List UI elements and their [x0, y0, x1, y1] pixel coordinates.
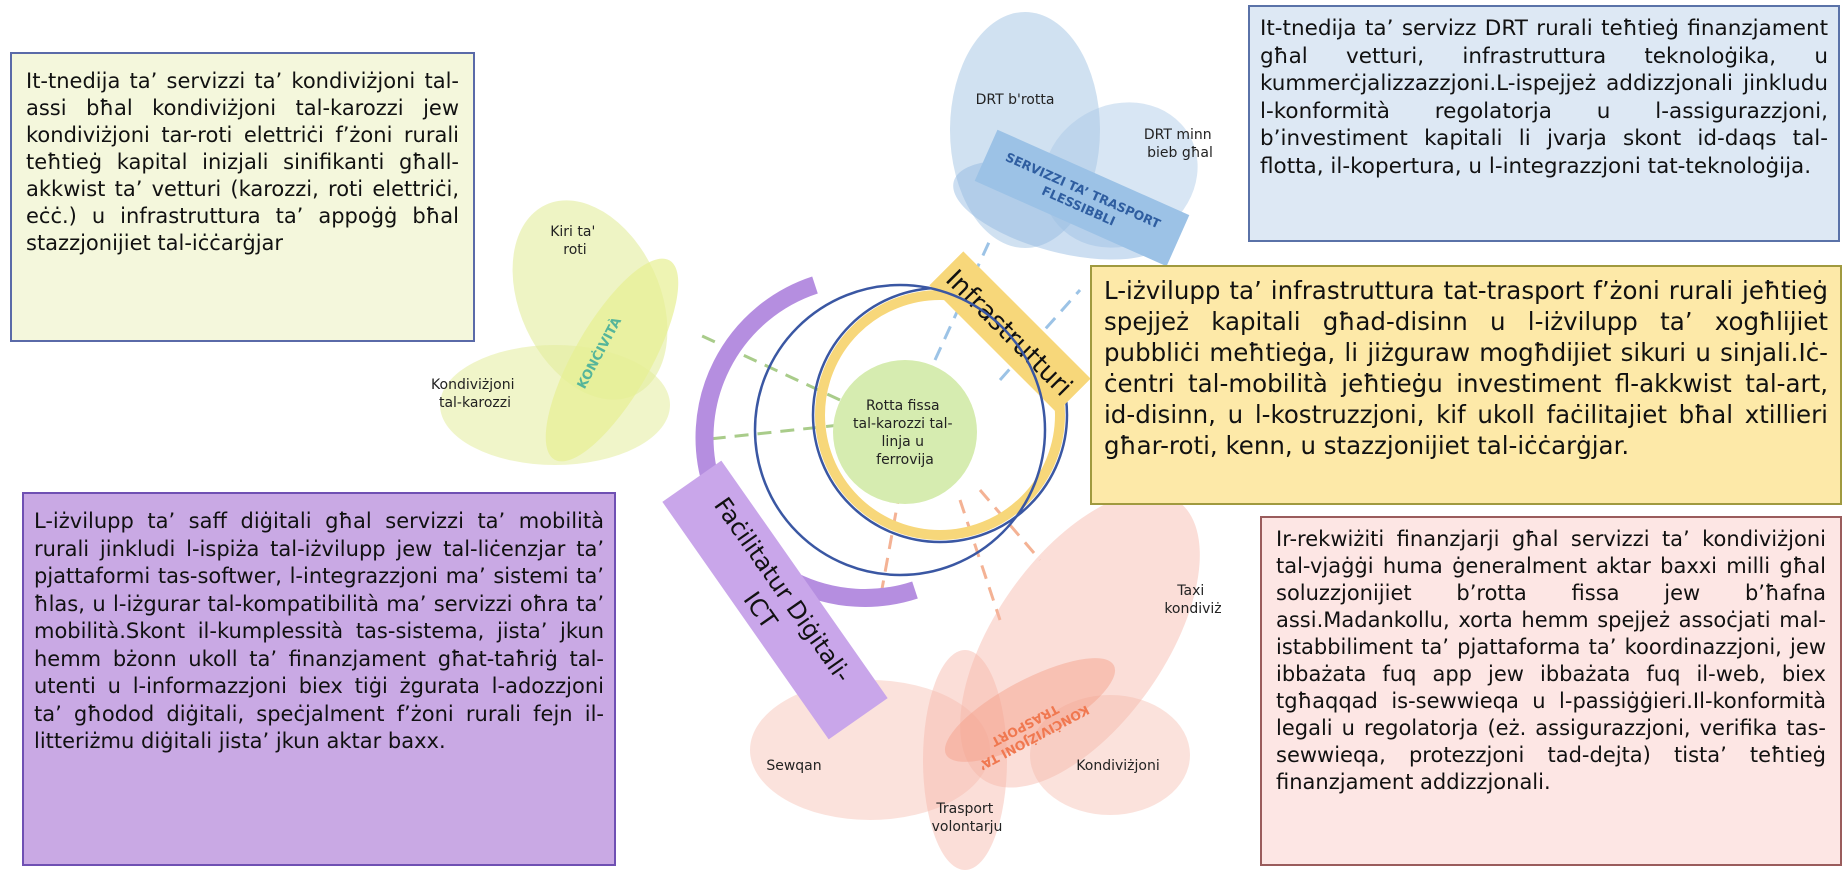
connector-salmon-3 [958, 499, 1002, 621]
item-kiri-roti: Kiri ta' roti [550, 224, 600, 258]
center-circle: Rotta fissa tal-karozzi tal- linja u fer… [833, 360, 977, 504]
item-kondivizjoni: Kondiviżjoni [1076, 758, 1159, 774]
petal-salmon-1 [960, 492, 1200, 788]
item-drt-bieb: DRT minn bieb għal [1144, 127, 1216, 161]
title-band-blue [974, 129, 1190, 267]
petal-salmon-2 [750, 680, 990, 820]
center-label: Rotta fissa tal-karozzi tal- linja u fer… [853, 398, 957, 468]
band-ict [662, 460, 888, 740]
item-kondivizjoni-karozzi: Kondiviżjoni tal-karozzi [431, 377, 519, 411]
petal-salmon-4 [1030, 695, 1190, 815]
cluster-flexible-transport: DRT b'rotta DRT minn bieb għal SERVIZZI … [950, 12, 1216, 267]
center-fill [833, 360, 977, 504]
ring-ict-outline [753, 283, 1047, 577]
textbox-infrastruttura: L-iżvilupp ta’ infrastruttura tat-traspo… [1090, 265, 1842, 505]
textbox-ict: L-iżvilupp ta’ saff diġitali għal serviz… [22, 492, 616, 866]
textbox-kondivizjoni-assi: It-tnedija ta’ servizzi ta’ kondiviżjoni… [10, 52, 475, 342]
textbox-drt: It-tnedija ta’ servizz DRT rurali teħtie… [1248, 5, 1840, 242]
item-trasport-volontarju: Trasport volontarju [932, 801, 1003, 835]
connector-salmon-1 [878, 489, 902, 601]
cluster-kondivizjoni-trasport: KONĊIVIŻJONI TA’ TRASPORT Taxi kondiviż … [750, 492, 1222, 870]
band-infrastruttura [929, 251, 1091, 413]
item-drt-rotta: DRT b'rotta [976, 92, 1055, 108]
cluster-konvivita: KONĊIVITÀ Kiri ta' roti Kondiviżjoni tal… [431, 200, 679, 465]
textbox-kondivizjoni-vjaggi: Ir-rekwiżiti finanzjarji għal servizzi t… [1260, 516, 1842, 866]
petal-salmon-3 [923, 650, 1007, 870]
item-taxi-kondiviz: Taxi kondiviż [1164, 583, 1221, 617]
petal-salmon-5 [944, 658, 1116, 762]
item-sewqan: Sewqan [766, 758, 821, 774]
petal-green-3 [545, 258, 679, 462]
connector-blue-2 [998, 289, 1082, 381]
